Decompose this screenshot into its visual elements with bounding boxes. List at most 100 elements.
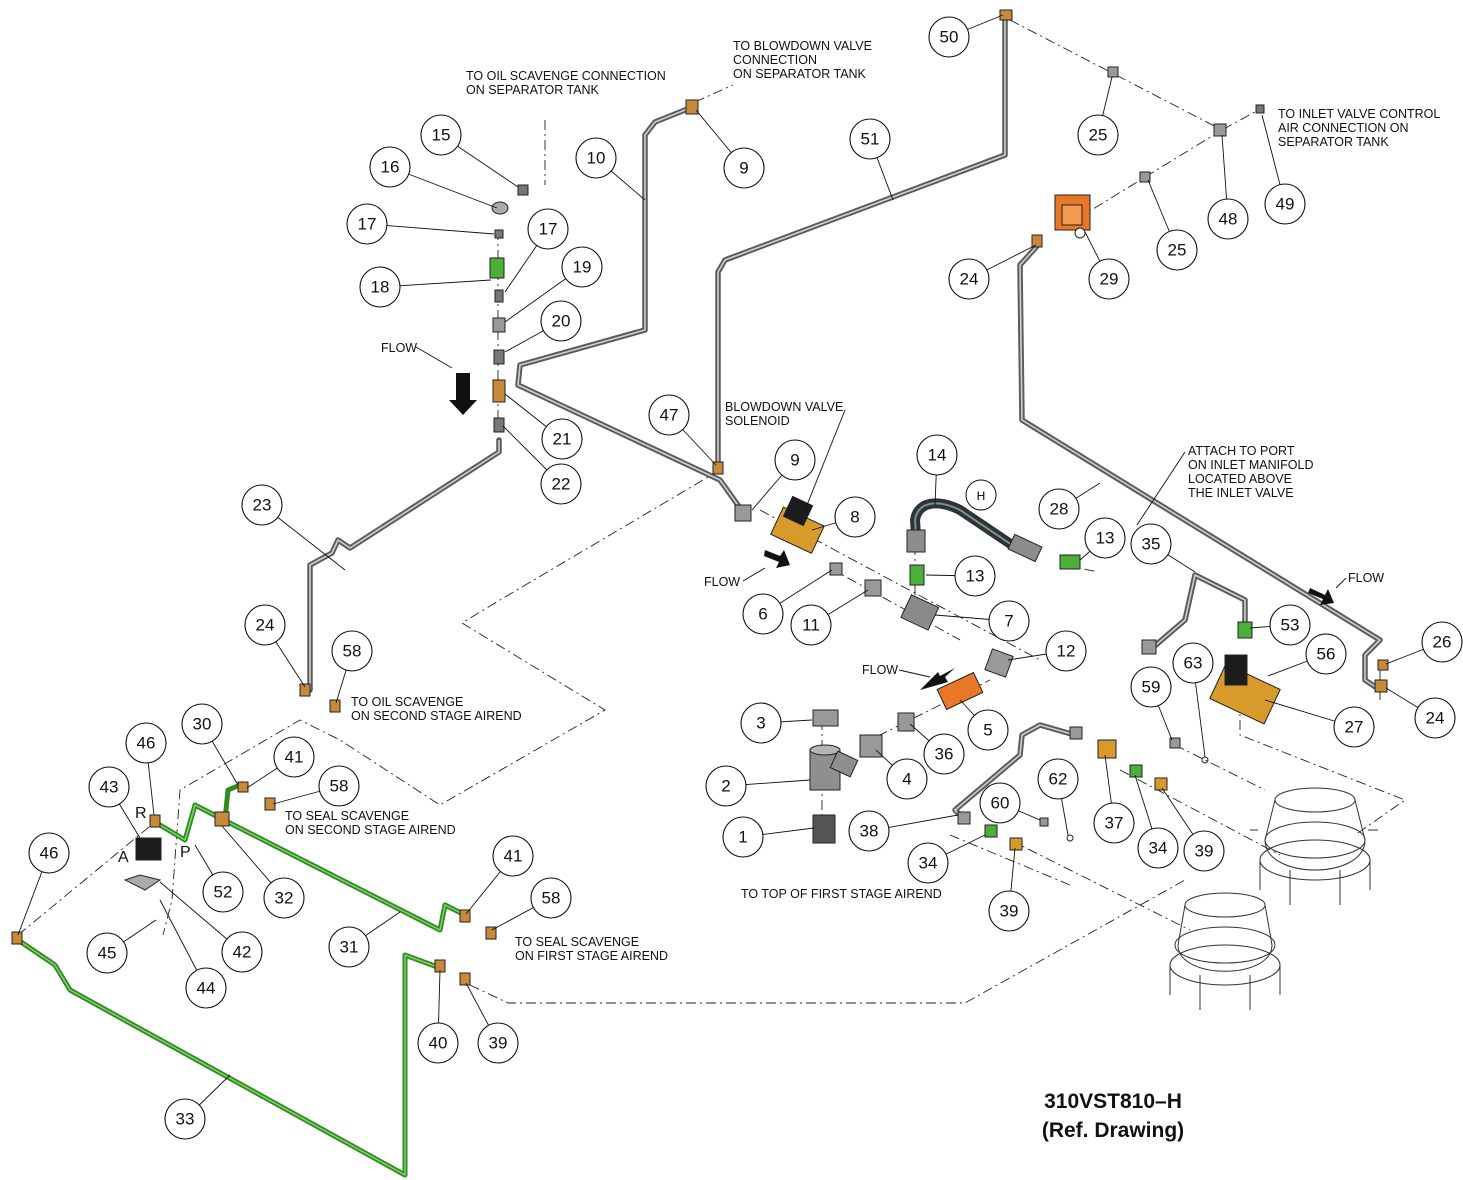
svg-text:6: 6 xyxy=(758,605,767,624)
component-fitting-6 xyxy=(829,562,843,576)
svg-text:3: 3 xyxy=(756,714,765,733)
callout-39b: 39 xyxy=(988,890,1030,932)
svg-text:41: 41 xyxy=(504,847,523,866)
component-fitting-11 xyxy=(864,579,882,597)
note-oil-scavenge-sep-1: TO OIL SCAVENGE CONNECTION xyxy=(466,69,666,83)
svg-text:16: 16 xyxy=(381,158,400,177)
svg-text:58: 58 xyxy=(330,777,349,796)
svg-text:41: 41 xyxy=(285,748,304,767)
svg-text:8: 8 xyxy=(850,508,859,527)
svg-text:48: 48 xyxy=(1219,210,1238,229)
note-flow-4: FLOW xyxy=(1348,571,1384,585)
callout-36: 36 xyxy=(923,733,965,775)
callout-47: 47 xyxy=(648,394,690,436)
notes: TO OIL SCAVENGE CONNECTION ON SEPARATOR … xyxy=(118,39,1440,963)
tube-23 xyxy=(307,437,502,693)
component-valve-5 xyxy=(936,671,984,711)
callout-7: 7 xyxy=(988,600,1030,642)
svg-text:24: 24 xyxy=(256,616,275,635)
component-fitting-4 xyxy=(859,734,883,758)
callout-28: 28 xyxy=(1038,488,1080,530)
note-attach-port-2: ON INLET MANIFOLD xyxy=(1188,458,1313,472)
svg-text:34: 34 xyxy=(1149,839,1168,858)
callout-22: 22 xyxy=(540,463,582,505)
callout-33: 33 xyxy=(164,1098,206,1140)
svg-text:46: 46 xyxy=(137,734,156,753)
svg-text:9: 9 xyxy=(790,451,799,470)
note-blowdown-conn-3: ON SEPARATOR TANK xyxy=(733,67,867,81)
hose-14 xyxy=(906,498,1043,563)
svg-text:46: 46 xyxy=(40,844,59,863)
svg-text:21: 21 xyxy=(553,430,572,449)
callout-42: 42 xyxy=(221,931,263,973)
callout-46b: 46 xyxy=(28,832,70,874)
tube-green-short xyxy=(222,782,243,823)
svg-text:10: 10 xyxy=(587,149,606,168)
svg-text:37: 37 xyxy=(1105,814,1124,833)
callout-39c: 39 xyxy=(477,1022,519,1064)
callout-51: 51 xyxy=(849,118,891,160)
callout-52: 52 xyxy=(202,871,244,913)
component-green-18 xyxy=(489,257,505,279)
callout-44: 44 xyxy=(185,967,227,1009)
svg-text:30: 30 xyxy=(193,715,212,734)
svg-text:15: 15 xyxy=(432,126,451,145)
svg-text:22: 22 xyxy=(552,475,571,494)
callout-58b: 58 xyxy=(318,765,360,807)
callout-5: 5 xyxy=(967,709,1009,751)
svg-text:11: 11 xyxy=(802,616,820,635)
callouts: 15 16 17 17 18 19 20 21 22 23 24 58 10 9… xyxy=(28,16,1463,1140)
note-inlet-ctrl-3: SEPARATOR TANK xyxy=(1278,135,1389,149)
port-a-label: A xyxy=(118,849,129,866)
svg-text:63: 63 xyxy=(1184,654,1203,673)
component-nipple-1 xyxy=(812,814,836,844)
svg-text:24: 24 xyxy=(960,270,979,289)
tube-35 xyxy=(1147,572,1248,653)
svg-text:24: 24 xyxy=(1426,709,1445,728)
callout-34a: 34 xyxy=(1137,827,1179,869)
svg-text:52: 52 xyxy=(214,883,233,902)
note-seal-second-1: TO SEAL SCAVENGE xyxy=(285,809,409,823)
svg-text:36: 36 xyxy=(935,745,954,764)
tube-51 xyxy=(715,11,1008,471)
callout-1: 1 xyxy=(722,816,764,858)
callout-24b: 24 xyxy=(948,258,990,300)
callout-32: 32 xyxy=(263,877,305,919)
callout-63: 63 xyxy=(1172,642,1214,684)
airend-second-stage xyxy=(1250,787,1378,905)
svg-text:53: 53 xyxy=(1281,616,1300,635)
note-oil-scav-second-1: TO OIL SCAVENGE xyxy=(351,695,463,709)
callout-50: 50 xyxy=(928,16,970,58)
svg-text:20: 20 xyxy=(552,312,571,331)
note-blowdown-sol-2: SOLENOID xyxy=(725,414,790,428)
note-blowdown-conn-1: TO BLOWDOWN VALVE xyxy=(733,39,872,53)
callout-13a: 13 xyxy=(1084,517,1126,559)
note-oil-scavenge-sep-2: ON SEPARATOR TANK xyxy=(466,83,600,97)
callout-60: 60 xyxy=(979,782,1021,824)
svg-text:56: 56 xyxy=(1317,645,1336,664)
callout-53: 53 xyxy=(1269,604,1311,646)
callout-24c: 24 xyxy=(1414,697,1456,739)
flow-arrows xyxy=(449,373,1334,690)
svg-text:44: 44 xyxy=(197,979,216,998)
note-seal-first-2: ON FIRST STAGE AIREND xyxy=(515,949,668,963)
svg-text:49: 49 xyxy=(1276,195,1295,214)
svg-text:47: 47 xyxy=(660,406,679,425)
svg-text:45: 45 xyxy=(98,944,117,963)
svg-text:62: 62 xyxy=(1049,770,1068,789)
callout-48: 48 xyxy=(1207,198,1249,240)
callout-12: 12 xyxy=(1045,630,1087,672)
hose-tag-h: H xyxy=(965,479,997,511)
svg-text:33: 33 xyxy=(176,1110,195,1129)
svg-text:43: 43 xyxy=(100,778,119,797)
callout-40: 40 xyxy=(417,1022,459,1064)
svg-text:14: 14 xyxy=(928,446,947,465)
callout-35: 35 xyxy=(1130,523,1172,565)
svg-text:1: 1 xyxy=(738,828,747,847)
svg-text:35: 35 xyxy=(1142,535,1161,554)
svg-text:60: 60 xyxy=(991,794,1010,813)
callout-46a: 46 xyxy=(125,722,167,764)
callout-13b: 13 xyxy=(954,555,996,597)
airend-first-stage xyxy=(1169,892,1281,1010)
callout-24a: 24 xyxy=(244,604,286,646)
